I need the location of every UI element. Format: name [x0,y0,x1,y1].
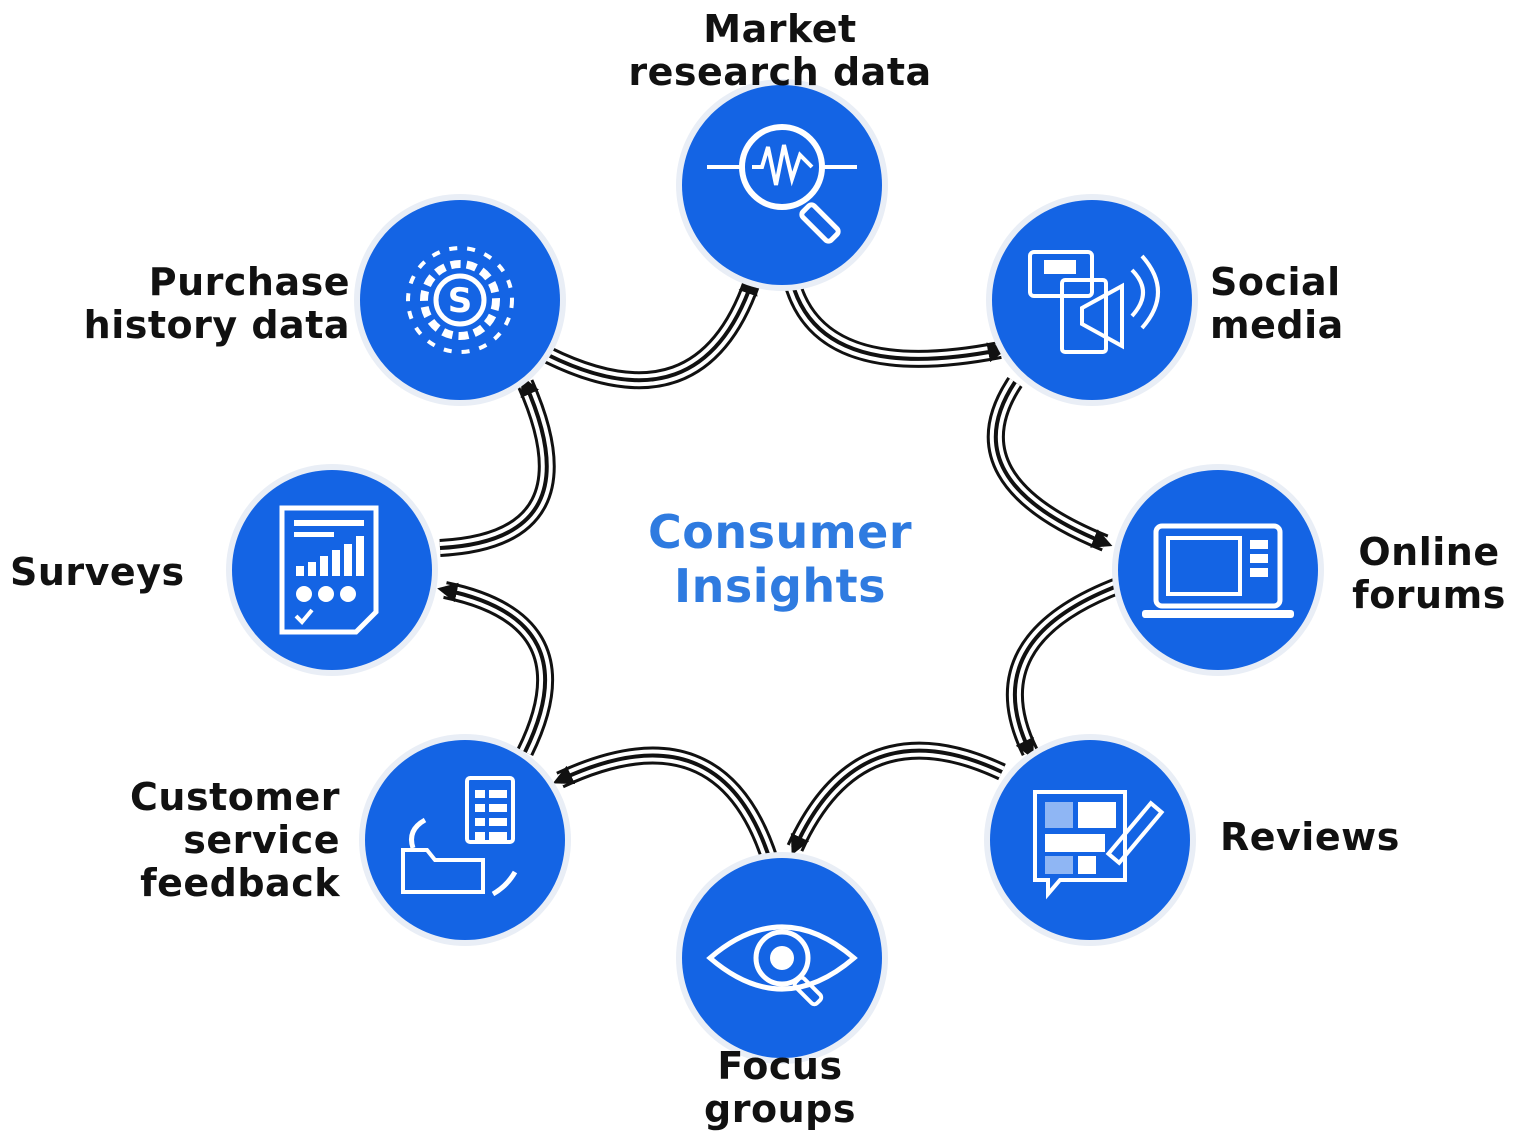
node-purchase-history: S [354,194,566,406]
label-focus-groups: Focus groups [704,1044,856,1131]
node-social-media [986,194,1198,406]
connector-arrow [786,741,1006,856]
eye-icon [706,924,858,1007]
label-social-media: Social media [1210,260,1344,347]
node-customer-service [359,734,571,946]
center-title: Consumer Insights [647,505,913,613]
connector-arrow [986,377,1113,552]
label-online-forums: Online forums [1352,530,1506,617]
connector-arrow [783,279,1008,368]
node-circles: S [226,79,1324,1064]
label-customer-service: Customer service feedback [130,775,340,905]
connector-arrow [437,581,555,756]
folder-list-icon [401,776,518,897]
node-online-forums [1112,464,1324,676]
dollar-gear-icon: S [406,246,514,354]
label-surveys: Surveys [10,550,185,594]
node-surveys [226,464,438,676]
magnifier-chart-icon [707,124,857,244]
connector-arrow [544,274,761,390]
survey-chart-icon [279,505,379,635]
review-pencil-icon [1033,790,1165,900]
connector-arrows [437,274,1124,863]
connector-arrow [552,746,779,863]
connector-arrow [1006,576,1124,760]
svg-text:S: S [448,281,473,321]
label-market-research: Market research data [628,7,932,94]
node-focus-groups [676,852,888,1064]
laptop-icon [1142,523,1294,618]
label-purchase-history: Purchase history data [83,260,350,347]
node-market-research [676,79,888,291]
connector-arrow [439,375,556,557]
label-reviews: Reviews [1220,815,1400,859]
megaphone-icon [1028,250,1160,354]
node-reviews [984,734,1196,946]
